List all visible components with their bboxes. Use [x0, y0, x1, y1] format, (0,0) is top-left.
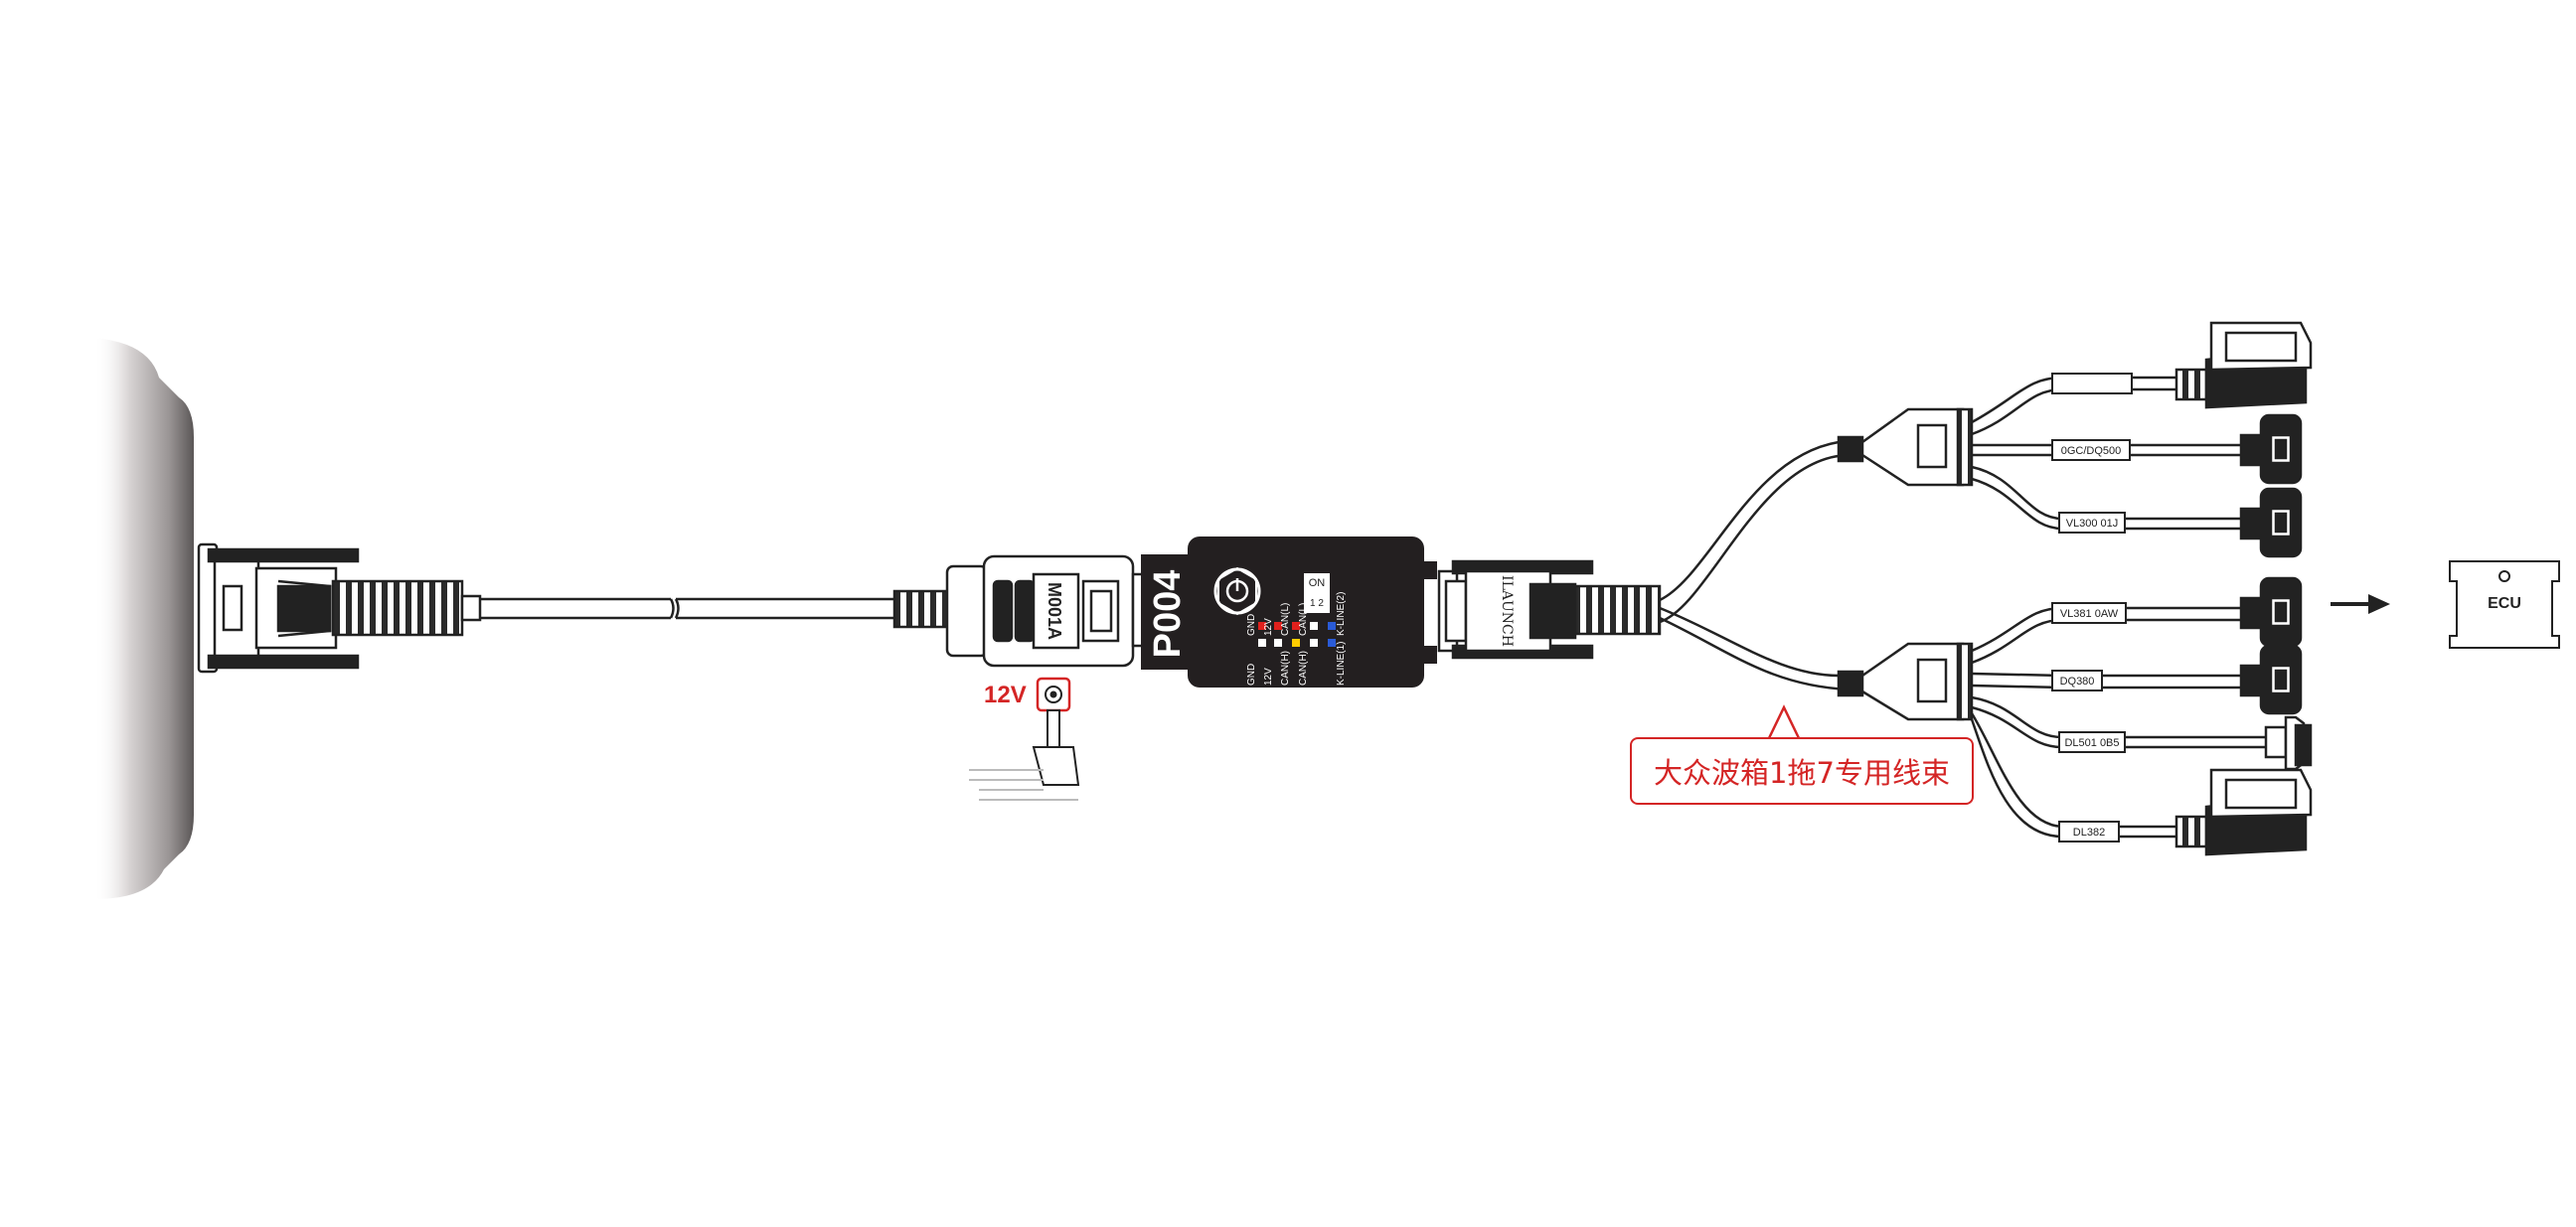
connector-round-5	[2264, 715, 2313, 771]
pin-label: CAN(H)	[1280, 651, 1291, 686]
arrow-right-icon	[2331, 594, 2390, 614]
dip-switch: ON 1 2	[1304, 573, 1330, 613]
branch-tag: DQ380	[2060, 676, 2095, 688]
pin-label: CAN(H)	[1298, 651, 1309, 686]
pin-label: CAN(L)	[1298, 603, 1309, 636]
connector-round-4	[2239, 644, 2303, 715]
connector-round-1	[2239, 413, 2303, 485]
pin-label: GND	[1246, 664, 1257, 686]
power-jack	[969, 677, 1080, 801]
pin-label: CAN(L)	[1280, 603, 1291, 636]
branch-tag: VL381 0AW	[2060, 608, 2119, 620]
db15-connector-left	[197, 542, 482, 674]
connector-top-obd	[2174, 321, 2313, 409]
diagnostic-tablet-edge	[94, 338, 194, 899]
end-connectors	[2174, 321, 2313, 856]
branch-tag: VL300 01J	[2066, 518, 2119, 530]
connector-bottom-obd	[2174, 768, 2313, 856]
pin-legend: GND GND 12V 12V CAN(H) CAN(L) CAN(H) CAN…	[1246, 592, 1347, 686]
voltage-label: 12V	[984, 682, 1027, 708]
connector-round-2	[2239, 487, 2303, 558]
connector-round-3	[2239, 576, 2303, 648]
pin-label: K-LINE(2)	[1336, 592, 1347, 636]
p004-module: P004 ON 1 2 GND GND 12V 12V CAN(H)	[1141, 537, 1437, 688]
pin-label: K-LINE(1)	[1336, 642, 1347, 686]
branch-tag: DL501 0B5	[2064, 737, 2119, 749]
db-connector-right: ILAUNCH	[1437, 559, 1662, 660]
ecu-box: ECU	[2449, 560, 2560, 649]
dip-switch-label: ON	[1309, 577, 1326, 589]
pin-label: 12V	[1263, 668, 1274, 686]
branch-tags: 0GC/DQ500 VL300 01J VL381 0AW DQ380 DL50…	[2051, 373, 2133, 843]
pin-label: GND	[1246, 614, 1257, 636]
branch-tag: DL382	[2073, 827, 2105, 839]
main-cable	[480, 597, 894, 620]
upper-splitter	[1837, 407, 1974, 487]
obd-plug-label: M001A	[1045, 582, 1064, 640]
obd-plug-m001a: M001A	[892, 554, 1147, 668]
lower-splitter	[1837, 642, 1974, 721]
callout-pointer	[1767, 704, 1801, 739]
module-model-label: P004	[1147, 570, 1189, 659]
harness-callout: 大众波箱1拖7专用线束	[1630, 737, 1974, 805]
ecu-label: ECU	[2488, 595, 2521, 612]
harness-cables	[1659, 440, 1850, 691]
pin-label: 12V	[1263, 618, 1274, 636]
branch-tag: 0GC/DQ500	[2061, 445, 2122, 457]
db-connector-label: ILAUNCH	[1499, 575, 1515, 647]
dip-switch-positions: 1 2	[1310, 598, 1324, 609]
